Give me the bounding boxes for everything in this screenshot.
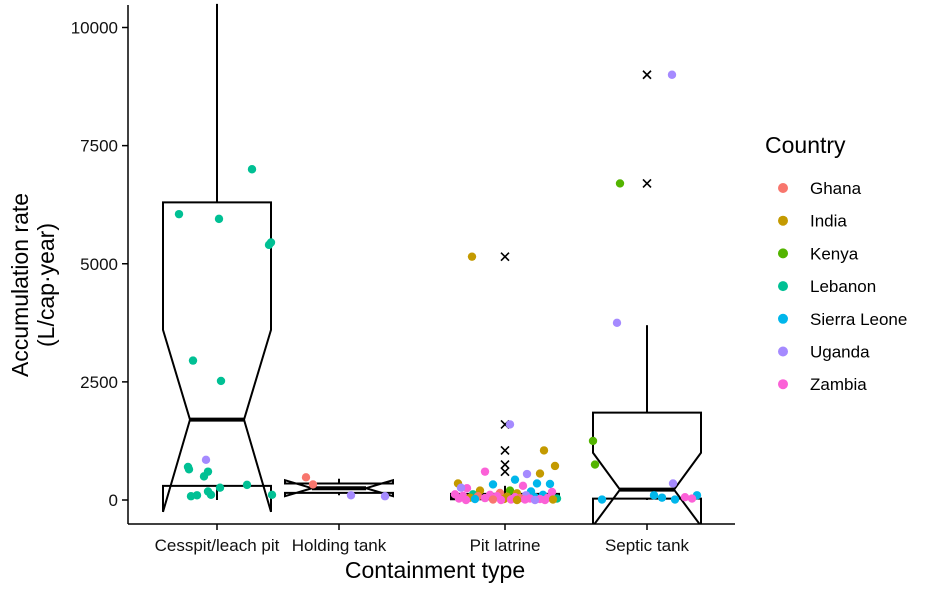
data-point xyxy=(550,461,560,471)
outlier-point xyxy=(500,252,510,262)
data-point xyxy=(588,436,598,446)
outlier-point xyxy=(500,445,510,455)
data-point xyxy=(467,252,477,261)
x-tick-label: Holding tank xyxy=(292,536,387,555)
data-point xyxy=(506,495,516,504)
box-notched xyxy=(592,411,702,524)
data-point xyxy=(597,495,607,504)
outlier-point xyxy=(642,178,652,188)
data-point xyxy=(247,165,257,174)
data-point xyxy=(184,465,194,474)
data-point xyxy=(668,479,678,488)
data-point xyxy=(649,491,659,500)
outlier-point xyxy=(500,459,510,470)
data-point xyxy=(590,460,600,469)
data-point xyxy=(505,420,515,429)
data-point xyxy=(267,490,277,500)
data-point xyxy=(510,475,520,484)
data-point xyxy=(548,495,558,504)
data-point xyxy=(199,472,209,481)
y-tick-label: 2500 xyxy=(80,373,118,392)
y-axis-title-line2: (L/cap·year) xyxy=(33,223,59,347)
data-point xyxy=(496,495,506,505)
data-point xyxy=(346,491,356,500)
y-axis-title-line1: Accumulation rate xyxy=(7,193,33,377)
data-point xyxy=(266,238,276,247)
legend-swatch xyxy=(778,183,788,193)
data-point xyxy=(612,318,622,328)
y-tick-label: 10000 xyxy=(71,19,118,38)
data-point xyxy=(488,480,498,489)
legend-swatch xyxy=(778,346,788,357)
data-point xyxy=(530,495,540,505)
data-point xyxy=(188,356,198,365)
data-point xyxy=(512,495,522,505)
data-point xyxy=(535,469,545,478)
data-point xyxy=(206,490,216,500)
y-tick-label: 5000 xyxy=(80,255,118,274)
data-point xyxy=(520,495,530,504)
x-tick-label: Cesspit/leach pit xyxy=(155,536,280,555)
box-notched xyxy=(162,201,272,513)
legend-label: Sierra Leone xyxy=(810,310,907,329)
data-point xyxy=(480,467,490,476)
data-point xyxy=(216,376,226,386)
data-point xyxy=(380,492,390,501)
data-point xyxy=(462,483,472,493)
data-point xyxy=(470,494,480,504)
data-point xyxy=(456,483,466,492)
x-tick-label: Pit latrine xyxy=(470,536,541,555)
data-point xyxy=(461,495,471,505)
legend-label: Uganda xyxy=(810,343,870,362)
legend-swatch xyxy=(778,281,788,292)
legend-label: Lebanon xyxy=(810,277,876,296)
legend-label: India xyxy=(810,212,847,231)
data-point xyxy=(192,491,202,500)
data-point xyxy=(488,495,498,504)
x-axis-title: Containment type xyxy=(345,557,525,583)
data-point xyxy=(215,483,225,492)
data-point xyxy=(522,469,532,479)
legend-swatch xyxy=(778,313,788,324)
data-point xyxy=(539,446,549,455)
legend-swatch xyxy=(778,248,788,259)
data-point xyxy=(174,209,184,219)
data-point xyxy=(540,495,550,505)
outlier-point xyxy=(500,467,510,477)
legend-title: Country xyxy=(765,132,846,158)
outlier-point xyxy=(642,70,652,80)
y-tick-label: 7500 xyxy=(80,137,118,156)
data-point xyxy=(454,494,464,503)
data-point xyxy=(480,493,490,503)
legend-swatch xyxy=(778,379,788,390)
legend-label: Ghana xyxy=(810,179,862,198)
y-tick-label: 0 xyxy=(109,491,118,510)
data-point xyxy=(214,214,224,224)
data-point xyxy=(667,70,677,79)
legend-swatch xyxy=(778,215,788,226)
data-point xyxy=(680,492,690,502)
data-point xyxy=(687,494,697,503)
box-notched xyxy=(284,478,394,498)
data-point xyxy=(657,493,667,502)
data-point xyxy=(615,179,625,188)
data-point xyxy=(308,480,318,489)
x-tick-label: Septic tank xyxy=(605,536,690,555)
data-point xyxy=(545,479,555,489)
legend-label: Kenya xyxy=(810,244,859,263)
data-point xyxy=(532,479,542,488)
data-point xyxy=(518,481,528,491)
data-point xyxy=(670,495,680,504)
data-point xyxy=(301,473,311,482)
data-point xyxy=(201,455,211,465)
data-point xyxy=(242,480,252,490)
legend-label: Zambia xyxy=(810,375,867,394)
